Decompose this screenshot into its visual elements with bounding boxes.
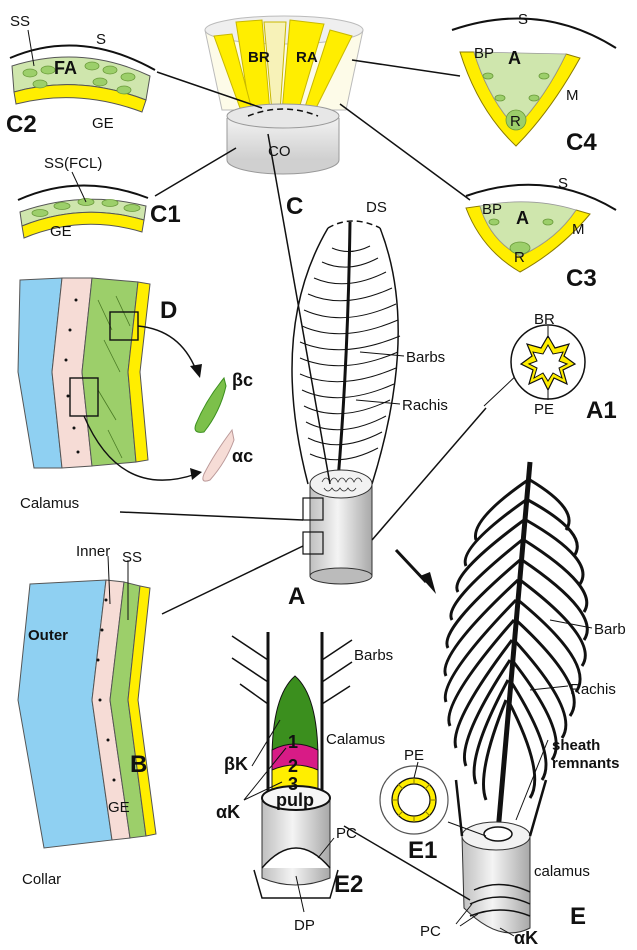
e-rachis-label: Rachis: [570, 681, 616, 698]
c3-a-label: A: [516, 208, 529, 228]
panel-label-c2: C2: [6, 111, 37, 138]
c3-m-label: M: [572, 221, 585, 238]
c2-ss-label: SS: [10, 13, 30, 30]
ds-label: DS: [366, 199, 387, 216]
panel-label-e: E: [570, 903, 586, 930]
c-ra-label: RA: [296, 49, 318, 66]
beta-c-label: βc: [232, 370, 253, 390]
c2-fa-label: FA: [54, 58, 77, 78]
calamus-d-label: Calamus: [20, 495, 79, 512]
c1-ss-label: SS(FCL): [44, 155, 102, 172]
c3-bp-label: BP: [482, 201, 502, 218]
panel-c2-diagram: [10, 30, 155, 112]
rachis-label: Rachis: [402, 397, 448, 414]
e-pe-label: PE: [404, 747, 424, 764]
e-ak-label: αK: [514, 928, 538, 948]
panel-label-c3: C3: [566, 265, 597, 292]
barbs-label: Barbs: [406, 349, 445, 366]
e-sheath-label-1: sheath: [552, 737, 600, 754]
panel-a-calamus: [303, 470, 372, 584]
c4-a-label: A: [508, 48, 521, 68]
c1-ge-label: GE: [50, 223, 72, 240]
panel-c1-diagram: [18, 172, 148, 238]
b-ss-label: SS: [122, 549, 142, 566]
b-collar-label: Collar: [22, 871, 61, 888]
e-barb-label: Barb: [594, 621, 626, 638]
c2-ge-label: GE: [92, 115, 114, 132]
a1-br-label: BR: [534, 311, 555, 328]
panel-e-feather: [445, 462, 587, 832]
e-sheath-label-2: remnants: [552, 755, 620, 772]
e2-barbs-label: Barbs: [354, 647, 393, 664]
panel-label-e1: E1: [408, 837, 437, 864]
panel-label-c4: C4: [566, 129, 597, 156]
panel-label-c: C: [286, 193, 303, 220]
b-inner-label: Inner: [76, 543, 110, 560]
panel-b-diagram: [18, 556, 156, 848]
panel-d-diagram: [18, 278, 234, 481]
c4-m-label: M: [566, 87, 579, 104]
e2-dp-label: DP: [294, 917, 315, 934]
e2-bk-label: βK: [224, 754, 248, 774]
c4-r-label: R: [510, 113, 521, 130]
e2-zone-1-label: 1: [288, 732, 298, 752]
c2-s-label: S: [96, 31, 106, 48]
e2-zone-2-label: 2: [288, 756, 298, 776]
panel-c3-diagram: [466, 185, 616, 272]
panel-label-c1: C1: [150, 201, 181, 228]
panel-a-feather: [292, 221, 400, 484]
e-pc-label: PC: [420, 923, 441, 940]
e2-ak-label: αK: [216, 802, 240, 822]
c3-r-label: R: [514, 249, 525, 266]
panel-e1-diagram: [380, 762, 486, 836]
panel-c4-diagram: [452, 18, 616, 146]
e-calamus-label: calamus: [534, 863, 590, 880]
c4-bp-label: BP: [474, 45, 494, 62]
e2-pulp-label: pulp: [276, 790, 314, 810]
panel-label-a: A: [288, 583, 305, 610]
panel-a1-diagram: [511, 325, 585, 400]
panel-label-d: D: [160, 297, 177, 324]
panel-label-b: B: [130, 751, 147, 778]
panel-label-e2: E2: [334, 871, 363, 898]
b-outer-label: Outer: [28, 627, 68, 644]
alpha-c-label: αc: [232, 446, 253, 466]
b-ge-label: GE: [108, 799, 130, 816]
c-br-label: BR: [248, 49, 270, 66]
e2-calamus-label: Calamus: [326, 731, 385, 748]
a1-pe-label: PE: [534, 401, 554, 418]
panel-label-a1: A1: [586, 397, 617, 424]
c4-s-label: S: [518, 11, 528, 28]
arrow-a-to-e: [396, 550, 436, 594]
c3-s-label: S: [558, 175, 568, 192]
